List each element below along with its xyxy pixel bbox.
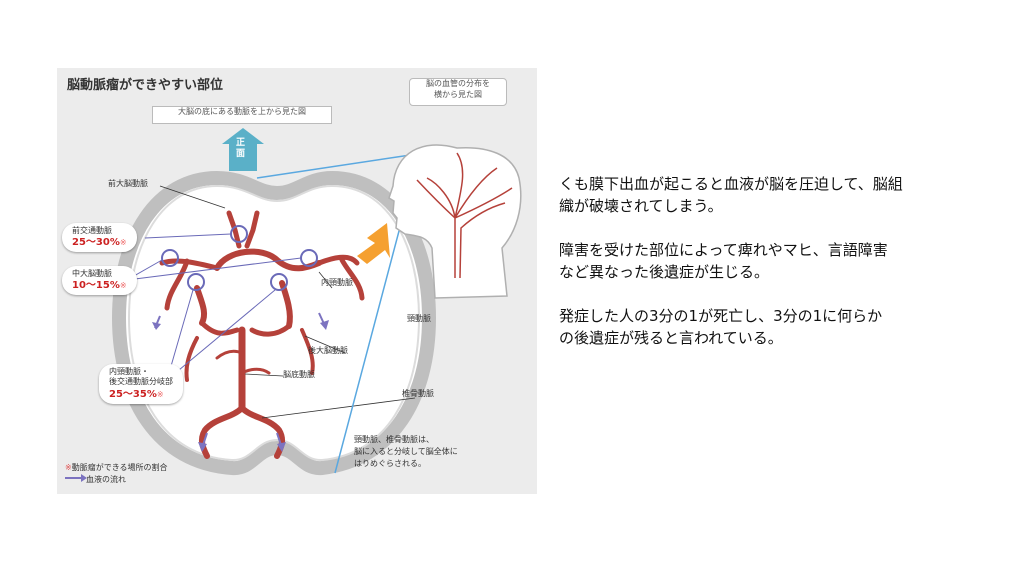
flow-arrows — [152, 312, 329, 452]
side-head-arteries — [416, 152, 513, 279]
artery-mca-left — [159, 258, 220, 311]
paragraph-1-line1: くも膜下出血が起こると血液が脳を圧迫して、脳組 — [559, 175, 903, 193]
label-internal-carotid: 内頸動脈 — [321, 278, 353, 287]
legend-flow-arrow-icon — [65, 474, 87, 482]
artery-acomm — [214, 248, 322, 272]
side-view-caption-line1: 脳の血管の分布を — [426, 79, 490, 88]
aneurysm-figure: 脳動脈瘤ができやすい部位 大脳の底にある動脈を上から見た図 脳の血管の分布を 横… — [57, 68, 537, 494]
top-view-caption: 大脳の底にある動脈を上から見た図 — [152, 106, 332, 124]
callout-acomm-name: 前交通動脈 — [72, 226, 112, 235]
callout-acomm-pct: 25〜30% — [72, 237, 120, 249]
artery-pca-left — [199, 320, 240, 336]
branching-note: 頸動脈、椎骨動脈は、 脳に入ると分岐して脳全体に はりめぐらされる。 — [354, 434, 458, 470]
legend-ratio: ※動脈瘤ができる場所の割合 — [65, 462, 168, 474]
ring-ica-right — [270, 273, 288, 291]
callout-ica-mark: ※ — [156, 389, 164, 399]
artery-anterior-right — [244, 210, 260, 249]
ring-ica-left — [187, 273, 205, 291]
callout-mca-mark: ※ — [119, 281, 127, 291]
paragraph-3-line1: 発症した人の3分の1が死亡し、3分の1に何らか — [559, 307, 883, 325]
callout-ica-name-line1: 内頸動脈・ — [109, 367, 149, 376]
side-view-caption: 脳の血管の分布を 横から見た図 — [409, 78, 507, 106]
artery-anterior-left — [226, 210, 242, 249]
paragraph-2: 障害を受けた部位によって痺れやマヒ、言語障害 など異なった後遺症が生じる。 — [559, 239, 979, 283]
artery-branch-2 — [184, 328, 315, 382]
artery-branch-1 — [215, 349, 271, 375]
artery-ica-right — [279, 280, 293, 329]
legend-mark: ※ — [65, 463, 72, 472]
callout-ica-name-line2: 後交通動脈分岐部 — [109, 377, 173, 387]
ring-mca-left — [161, 249, 179, 267]
legend-flow-text: 血液の流れ — [86, 475, 126, 484]
front-arrow — [222, 128, 264, 171]
paragraph-3: 発症した人の3分の1が死亡し、3分の1に何らか の後遺症が残ると言われている。 — [559, 305, 979, 349]
callout-mca-pct: 10〜15% — [72, 280, 120, 292]
artery-ica-left — [194, 285, 208, 326]
artery-pca-right — [249, 323, 292, 337]
front-label: 正面 — [236, 138, 246, 159]
legend-ratio-text: 動脈瘤ができる場所の割合 — [71, 463, 168, 472]
paragraph-2-line2: など異なった後遺症が生じる。 — [559, 263, 770, 281]
orange-view-arrow — [357, 223, 390, 264]
legend-flow: 血液の流れ — [65, 474, 168, 486]
brain-outline-inner — [127, 184, 421, 462]
top-view-caption-text: 大脳の底にある動脈を上から見た図 — [178, 107, 306, 116]
artery-network — [159, 210, 365, 459]
callout-acomm: 前交通動脈 25〜30%※ — [62, 223, 137, 253]
branching-note-line1: 頸動脈、椎骨動脈は、 — [354, 435, 434, 444]
paragraph-1: くも膜下出血が起こると血液が脳を圧迫して、脳組 織が破壊されてしまう。 — [559, 173, 979, 217]
branching-note-line3: はりめぐらされる。 — [354, 459, 426, 468]
label-anterior-cerebral: 前大脳動脈 — [108, 179, 148, 188]
paragraph-1-line2: 織が破壊されてしまう。 — [559, 197, 723, 215]
callout-ica-pct: 25〜35% — [109, 388, 157, 400]
branching-note-line2: 脳に入ると分岐して脳全体に — [354, 447, 458, 456]
legend: ※動脈瘤ができる場所の割合 血液の流れ — [65, 462, 168, 486]
figure-title: 脳動脈瘤ができやすい部位 — [67, 78, 224, 93]
callout-mca-name: 中大脳動脈 — [72, 269, 112, 278]
paragraph-2-line1: 障害を受けた部位によって痺れやマヒ、言語障害 — [559, 241, 888, 259]
brain-diagram — [111, 128, 522, 475]
side-view-caption-line2: 横から見た図 — [434, 89, 482, 99]
label-leaders — [159, 185, 416, 419]
explanation-text: くも膜下出血が起こると血液が脳を圧迫して、脳組 織が破壊されてしまう。 障害を受… — [559, 173, 979, 371]
label-posterior-cerebral: 後大脳動脈 — [308, 346, 348, 355]
paragraph-3-line2: の後遺症が残ると言われている。 — [559, 329, 783, 347]
label-vertebral: 椎骨動脈 — [402, 389, 434, 398]
artery-mca-right — [316, 254, 365, 301]
callout-ica: 内頸動脈・ 後交通動脈分岐部 25〜35%※ — [99, 364, 183, 404]
callout-acomm-mark: ※ — [119, 238, 127, 248]
label-basilar: 脳底動脈 — [283, 370, 315, 379]
callout-mca: 中大脳動脈 10〜15%※ — [62, 266, 137, 296]
label-carotid: 頸動脈 — [407, 314, 431, 323]
